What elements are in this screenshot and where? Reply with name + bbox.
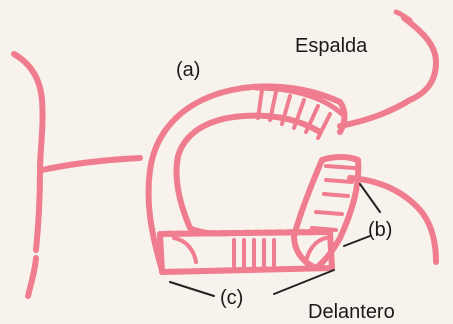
pointer-b-upper — [360, 184, 380, 212]
bottom-band-left-curl — [174, 238, 196, 262]
label-c: (c) — [220, 287, 243, 309]
label-a: (a) — [176, 59, 200, 81]
left-seam-line — [14, 54, 43, 250]
pointer-c-right — [274, 270, 334, 294]
collar-inner-edge — [177, 116, 321, 228]
label-espalda: Espalda — [295, 35, 368, 57]
front-seam-line — [350, 178, 436, 262]
pointer-b-lower — [344, 236, 370, 246]
left-seam-lower — [28, 258, 36, 296]
bottom-band-stitches — [234, 240, 274, 266]
label-b: (b) — [368, 219, 392, 241]
pointer-c-left — [170, 282, 214, 296]
label-delantero: Delantero — [308, 301, 395, 323]
shoulder-line-left — [42, 158, 140, 170]
